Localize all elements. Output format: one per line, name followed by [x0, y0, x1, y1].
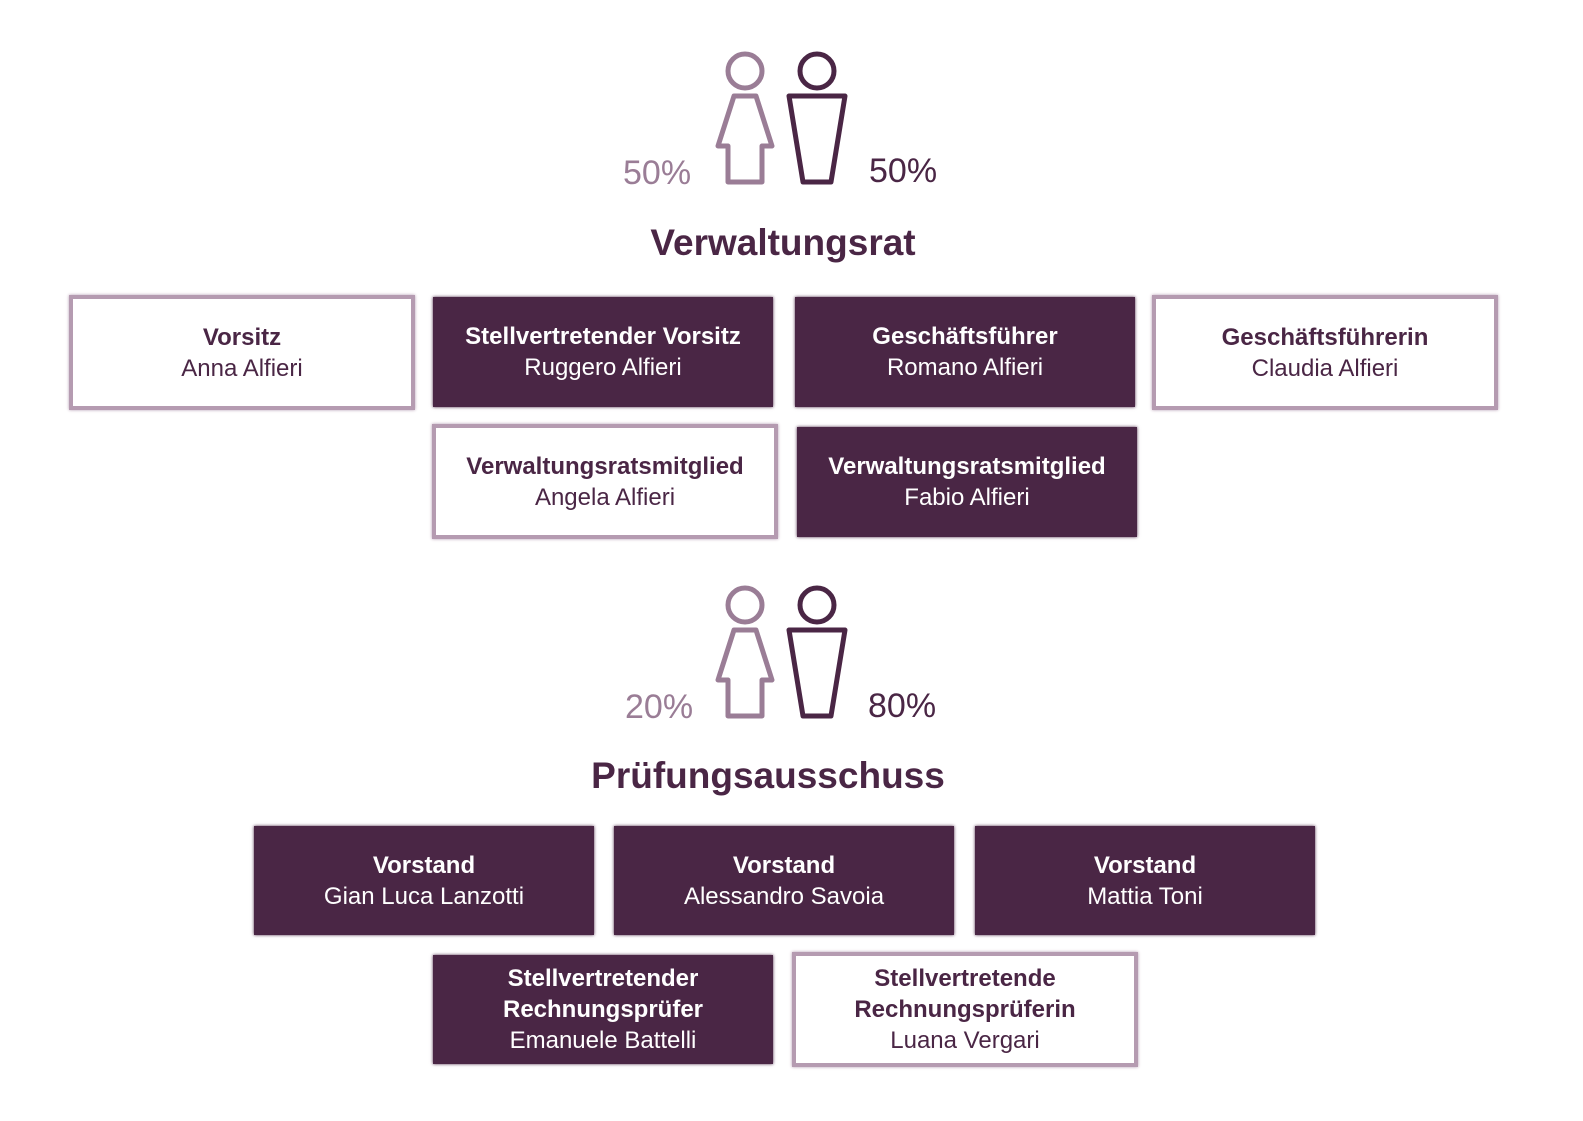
section-title: Prüfungsausschuss	[591, 755, 945, 796]
member-role: Stellvertretender Vorsitz	[465, 323, 741, 350]
member-card: Geschäftsführerin Claudia Alfieri	[1152, 295, 1498, 410]
member-card: Vorstand Mattia Toni	[975, 826, 1315, 935]
member-role: Geschäftsführer	[872, 323, 1058, 350]
member-name: Luana Vergari	[890, 1027, 1040, 1054]
member-card: Vorsitz Anna Alfieri	[69, 295, 415, 410]
male-person-icon	[784, 584, 850, 720]
member-name: Anna Alfieri	[181, 354, 303, 382]
member-card: Verwaltungsratsmitglied Fabio Alfieri	[797, 427, 1137, 537]
member-name: Mattia Toni	[1087, 882, 1203, 910]
member-role: Stellvertretende Rechnungsprüferin	[854, 965, 1076, 1023]
female-percentage: 20%	[625, 688, 694, 726]
member-role: Stellvertretender Rechnungsprüfer	[502, 965, 703, 1023]
member-name: Alessandro Savoia	[683, 882, 885, 910]
member-role: Vorstand	[732, 851, 836, 879]
member-name: Angela Alfieri	[534, 483, 676, 511]
member-card: Stellvertretender Rechnungsprüfer Emanue…	[433, 955, 773, 1064]
member-card: Vorstand Alessandro Savoia	[614, 826, 954, 935]
member-name: Romano Alfieri	[886, 354, 1044, 381]
member-role: Verwaltungsratsmitglied	[828, 453, 1106, 480]
member-role: Vorsitz	[202, 323, 282, 351]
male-person-icon	[784, 50, 850, 186]
member-name: Emanuele Battelli	[509, 1027, 697, 1054]
male-percentage: 80%	[868, 687, 937, 725]
female-person-icon	[712, 584, 778, 720]
member-name: Ruggero Alfieri	[524, 354, 682, 381]
member-role: Geschäftsführerin	[1221, 323, 1429, 351]
member-role: Vorstand	[1093, 851, 1197, 879]
member-card: Verwaltungsratsmitglied Angela Alfieri	[432, 424, 778, 539]
female-percentage: 50%	[623, 154, 692, 192]
member-name: Fabio Alfieri	[904, 484, 1030, 511]
member-card: Stellvertretender Vorsitz Ruggero Alfier…	[433, 297, 773, 407]
member-name: Gian Luca Lanzotti	[323, 882, 525, 910]
member-role: Verwaltungsratsmitglied	[466, 452, 744, 480]
member-card: Vorstand Gian Luca Lanzotti	[254, 826, 594, 935]
member-role: Vorstand	[372, 851, 476, 879]
member-name: Claudia Alfieri	[1251, 354, 1399, 382]
member-card: Stellvertretende Rechnungsprüferin Luana…	[792, 952, 1138, 1067]
section-title: Verwaltungsrat	[650, 222, 916, 263]
member-card: Geschäftsführer Romano Alfieri	[795, 297, 1135, 407]
male-percentage: 50%	[869, 152, 938, 190]
female-person-icon	[712, 50, 778, 186]
